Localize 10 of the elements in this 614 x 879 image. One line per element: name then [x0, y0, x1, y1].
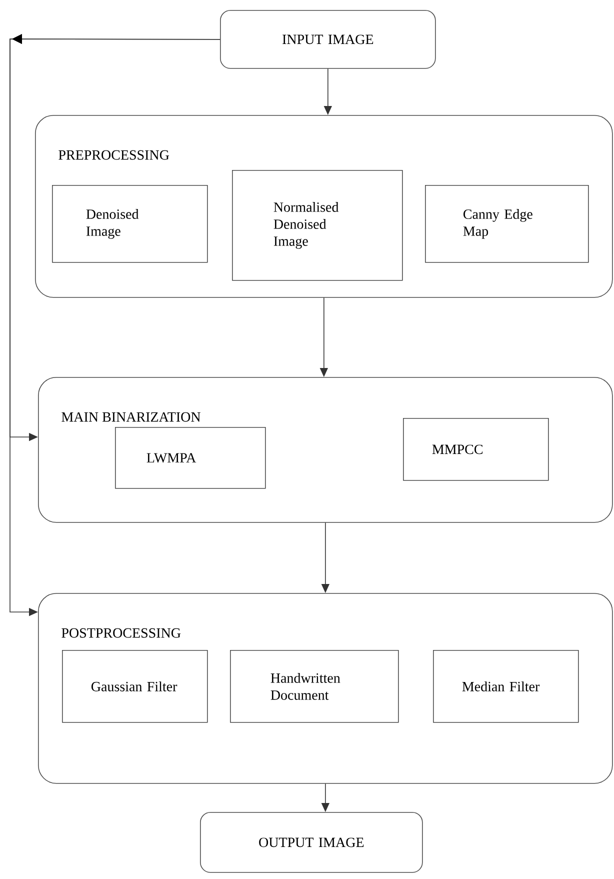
- process-box: Gaussian Filter: [62, 650, 208, 723]
- terminal-box: INPUT IMAGE: [220, 10, 436, 69]
- process-box: Median Filter: [433, 650, 579, 723]
- process-box: Handwritten Document: [230, 650, 399, 723]
- process-box: Normalised Denoised Image: [232, 170, 403, 281]
- terminal-box: OUTPUT IMAGE: [200, 812, 423, 873]
- process-box: Canny Edge Map: [425, 185, 589, 263]
- process-box: MMPCC: [403, 418, 549, 481]
- process-box: LWMPA: [115, 427, 266, 489]
- process-box: Denoised Image: [52, 185, 208, 263]
